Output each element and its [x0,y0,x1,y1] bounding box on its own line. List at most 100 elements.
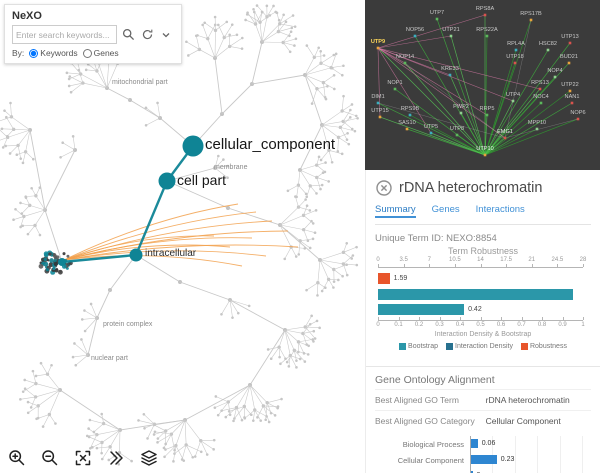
fit-to-screen-button[interactable] [72,447,94,469]
network-node-label[interactable]: RPS22A [476,27,498,33]
tab-genes[interactable]: Genes [431,204,460,215]
tab-interactions[interactable]: Interactions [475,204,525,215]
network-node[interactable] [539,101,543,105]
network-node[interactable] [435,17,439,21]
network-node[interactable] [413,34,417,38]
network-node[interactable] [511,99,515,103]
network-node[interactable] [567,61,571,65]
network-node[interactable] [503,136,507,140]
radio-genes-input[interactable] [82,48,92,58]
network-node-label[interactable]: NAN1 [565,94,580,100]
network-node-label[interactable]: UTP13 [561,34,578,40]
network-node-label[interactable]: UTP18 [506,54,523,60]
network-node[interactable] [378,115,382,119]
network-node-label[interactable]: DIM1 [371,94,384,100]
network-node-label[interactable]: NOP56 [406,27,424,33]
network-node[interactable] [553,75,557,79]
zoom-out-button[interactable] [39,447,61,469]
network-node[interactable] [513,61,517,65]
network-node[interactable] [483,153,487,157]
tree-label-cell-part[interactable]: cell part [177,172,227,188]
network-node-label[interactable]: RPS8A [476,6,495,12]
chevron-down-icon[interactable] [158,27,174,43]
network-node-label[interactable]: NOP4 [547,68,562,74]
network-node-label[interactable]: UTP22 [561,82,578,88]
network-node-label[interactable]: HSC82 [539,41,557,47]
network-node[interactable] [576,117,580,121]
network-node-label[interactable]: EMG1 [497,129,513,135]
network-node-label[interactable]: RPL4A [507,41,525,47]
network-node[interactable] [405,127,409,131]
ontology-tree-canvas[interactable] [0,0,365,473]
network-node-label[interactable]: KRE33 [441,66,459,72]
network-node-label[interactable]: RPS17B [520,11,542,17]
radio-keywords-input[interactable] [29,48,39,58]
network-node-label[interactable]: BUD21 [560,54,578,60]
network-node-label[interactable]: RPS13 [531,80,549,86]
tree-label-intracellular[interactable]: intracellular [145,248,197,259]
radio-keywords[interactable]: Keywords [29,48,78,58]
collapse-button[interactable] [105,447,127,469]
network-node[interactable] [429,131,433,135]
network-node[interactable] [408,113,412,117]
network-node-label[interactable]: NOP6 [570,110,585,116]
bottom-axis-title: Interaction Density & Bootstrap [434,331,532,338]
network-node[interactable] [448,73,452,77]
tree-node-intracellular[interactable] [129,248,143,262]
tree-node-cell-part[interactable] [158,172,176,190]
tree-node-cluster[interactable] [58,258,66,266]
network-node[interactable] [568,41,572,45]
network-node[interactable] [455,133,459,137]
network-node[interactable] [483,13,487,17]
network-node-label[interactable]: RRP5 [480,106,495,112]
network-node-label[interactable]: NOC4 [533,94,549,100]
network-node-label[interactable]: UTP7 [430,10,444,16]
tree-label-membrane[interactable]: membrane [214,164,248,171]
network-node[interactable] [459,111,463,115]
network-node-label[interactable]: NOP14 [396,54,414,60]
network-node[interactable] [376,46,380,50]
radio-genes[interactable]: Genes [82,48,119,58]
network-node[interactable] [449,34,453,38]
network-node[interactable] [514,48,518,52]
network-node-label[interactable]: SAS10 [398,120,415,126]
network-node-label[interactable]: UTP9 [371,39,385,45]
tab-summary[interactable]: Summary [375,204,416,218]
search-icon[interactable] [120,27,136,43]
close-button[interactable] [375,179,392,196]
network-node-label[interactable]: NOP1 [387,80,402,86]
network-canvas[interactable]: UTP7 RPS8A RPS17B NOP56 UTP21 RPS22A UTP13UTP9… [365,0,600,170]
network-node[interactable] [485,34,489,38]
network-node-label[interactable]: UTP10 [476,146,493,152]
network-node-label[interactable]: UTP21 [442,27,459,33]
network-node[interactable] [535,127,539,131]
tree-label-mitochondrial-part[interactable]: mitochondrial part [112,79,168,86]
network-node-label[interactable]: UTP5 [424,124,438,130]
network-node-label[interactable]: UTP4 [506,92,520,98]
tree-label-nuclear-part[interactable]: nuclear part [91,355,128,362]
network-node-label[interactable]: PWP2 [453,104,469,110]
network-node[interactable] [570,101,574,105]
tree-label-cellular-component[interactable]: cellular_component [205,136,336,153]
network-node[interactable] [376,101,380,105]
axis-tick [398,317,400,320]
search-input[interactable] [12,25,117,44]
layers-button[interactable] [138,447,160,469]
reset-icon[interactable] [139,27,155,43]
network-node[interactable] [546,48,550,52]
network-node[interactable] [403,61,407,65]
network-node[interactable] [485,113,489,117]
network-node-label[interactable]: RPS9B [401,106,420,112]
zoom-in-button[interactable] [6,447,28,469]
network-node[interactable] [529,18,533,22]
network-node[interactable] [538,87,542,91]
network-node-label[interactable]: UTP8 [450,126,464,132]
network-node[interactable] [393,87,397,91]
tree-node-cellular-component[interactable] [182,135,204,157]
tree-label-protein-complex[interactable]: protein complex [103,321,153,328]
network-node-label[interactable]: MPP10 [528,120,546,126]
network-node[interactable] [568,89,572,93]
axis-tick [557,264,559,267]
network-node-label[interactable]: UTP15 [371,108,388,114]
